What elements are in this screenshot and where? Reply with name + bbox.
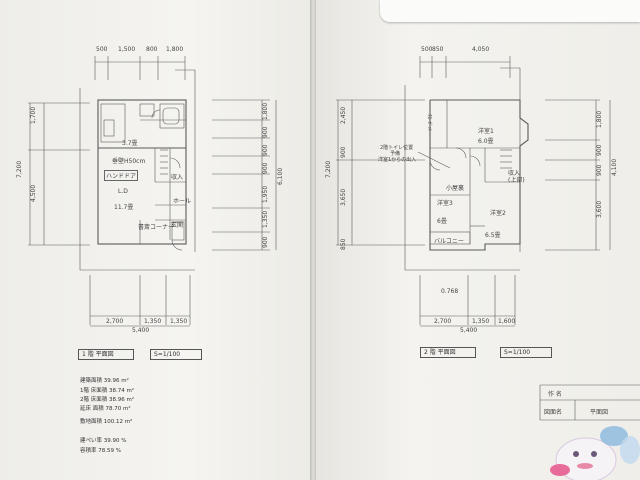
dim-2f-top-2: 4,050 [472,46,490,53]
dim-2f-left-4: 2,450 [340,106,347,124]
room-bed3: 洋室3 [437,200,453,207]
room-closet: ｸﾛｰｾﾞｯﾄ [426,114,432,132]
area-floor1: 1階 床面積 38.74 m² [80,388,135,394]
building-outline-2f [429,99,529,251]
room-bed1-size: 6.0畳 [478,138,494,145]
site-boundary-2f [404,85,520,271]
room-bed3-size: 6畳 [437,218,447,225]
dim-1f-right-2: 900 [262,144,269,156]
dim-1f-top-2: 800 [146,46,158,53]
room-hall-2f: 小屋裏 [446,185,465,192]
room-bed2: 洋室2 [490,210,506,217]
room-corner: 書斎コーナー [138,224,175,231]
dim-1f-bottom-total: 5,400 [132,327,150,334]
site-boundary-1f [79,88,195,271]
room-ceiling-note: 垂壁H50cm [112,158,146,165]
left-sheet [0,0,312,480]
dim-2f-top-0: 500 [421,46,433,53]
mascot-watermark [550,426,640,480]
area-total: 延床 面積 78.70 m² [80,406,131,412]
binder-fold [310,0,316,480]
titleblock-drawing: 平面図 [590,409,609,416]
area-floor2: 2階 床面積 38.96 m² [80,397,135,403]
room-bed2-size: 6.5畳 [485,232,501,239]
titleblock-drawing-label: 図面名 [544,409,563,416]
dim-1f-right-3: 900 [262,162,269,174]
dim-2f-right-3: 3,600 [596,200,603,218]
dim-2f-right-4: 4,100 [611,158,618,176]
room-counter: ハンドドア [104,170,139,181]
room-kitchen-size: 3.7畳 [122,140,138,147]
dim-2f-top-1: 850 [432,46,444,53]
plan2-scale: S=1/100 [500,347,552,358]
dim-2f-right-0: 1,800 [596,110,603,128]
dim-2f-right-1: 900 [596,144,603,156]
dim-1f-bottom-1: 1,350 [144,318,162,325]
plan1-scale: S=1/100 [150,349,202,360]
room-ld-size: 11.7畳 [114,204,134,211]
void-value: 0.768 [441,288,459,295]
dim-1f-right-6: 900 [262,236,269,248]
plan2-title: 2 階 平面図 [420,347,476,358]
dim-1f-right-4: 1,950 [262,185,269,203]
dim-2f-bottom-1: 1,350 [472,318,490,325]
overlapping-paper [380,0,640,22]
dim-1f-bottom-0: 2,700 [106,318,124,325]
room-storage-1f: 収入 [171,174,184,181]
note-toilet-2: 予備 [390,151,401,157]
dim-1f-right-7: 6,100 [277,167,284,185]
room-ld: L.D [118,188,128,195]
note-toilet-3: 洋室1からの出入 [378,157,417,163]
room-balcony: バルコニー [434,238,464,245]
titleblock-work: 作 名 [548,391,562,398]
room-entrance: 玄関 [171,222,184,229]
dim-2f-left-1: 3,650 [340,188,347,206]
dim-2f-right-2: 900 [596,164,603,176]
dim-1f-top-1: 1,500 [118,46,136,53]
dim-1f-right-1: 900 [262,126,269,138]
dim-1f-left-1: 4,500 [30,184,37,202]
floor-area-ratio: 容積率 78.59 % [80,448,121,454]
room-storage-2f: 収入 [508,170,521,177]
dim-2f-left-0: 7,200 [325,160,332,178]
dim-2f-left-3: 900 [340,146,347,158]
room-hall: ホール [173,198,192,205]
area-lot: 敷地面積 100.12 m² [80,419,133,425]
dim-1f-top-3: 1,800 [166,46,184,53]
room-bed1: 洋室1 [478,128,494,135]
dim-2f-bottom-2: 1,600 [498,318,516,325]
dim-1f-bottom-2: 1,350 [170,318,188,325]
dim-2f-left-2: 850 [340,238,347,250]
dim-1f-top-0: 500 [96,46,108,53]
room-storage-2f-upper: (上部) [508,177,525,184]
coverage-ratio: 建ぺい率 39.90 % [80,438,127,444]
dim-1f-left-2: 7,200 [16,160,23,178]
dim-1f-left-0: 1,700 [30,106,37,124]
note-toilet: 2階トイレ位置 [380,145,414,151]
area-building: 建築面積 39.96 m² [80,378,129,384]
dim-1f-right-5: 1,350 [262,210,269,228]
dim-2f-bottom-total: 5,400 [460,327,478,334]
building-outline-1f [97,99,187,245]
dim-2f-bottom-0: 2,700 [434,318,452,325]
dim-1f-right-0: 1,800 [262,102,269,120]
plan1-title: 1 階 平面図 [78,349,134,360]
